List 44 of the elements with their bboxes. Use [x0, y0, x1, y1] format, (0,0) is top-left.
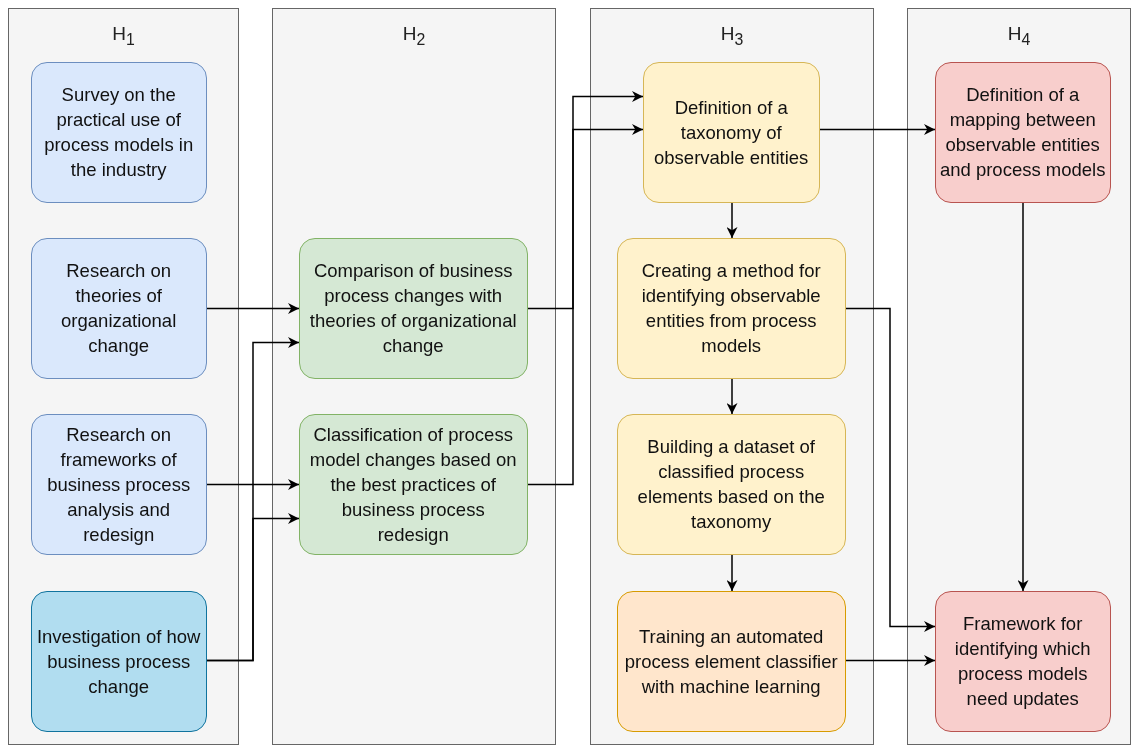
- lane-heading: H$_{3}$: [720, 23, 744, 49]
- process-box: [642, 61, 820, 203]
- process-box: [616, 413, 846, 555]
- box-label: Investigation of how business process change: [35, 624, 202, 699]
- box-label: Classification of process model changes based on the best practices of business process redesign: [308, 422, 518, 547]
- box-label: Research on theories of organizational change: [60, 259, 178, 359]
- swimlane: [8, 8, 239, 745]
- swimlane: [907, 8, 1131, 745]
- lane-heading: H$_{1}$: [112, 23, 135, 49]
- box-label: Comparison of business process changes with theories of organizational change: [308, 259, 518, 359]
- arrow: [527, 91, 644, 310]
- arrow: [527, 124, 644, 486]
- process-box: [934, 61, 1111, 203]
- arrow: [726, 554, 738, 592]
- box-label: Definition of a taxonomy of observable entities: [653, 95, 810, 170]
- swimlane: [272, 8, 556, 745]
- arrow: [845, 655, 936, 666]
- swimlane: [590, 8, 874, 745]
- arrow: [206, 513, 300, 662]
- lane-heading: H$_{4}$: [1007, 23, 1031, 49]
- process-box: [298, 237, 528, 379]
- box-label: Framework for identifying which process models need updates: [953, 612, 1092, 712]
- box-label: Training an automated process element classifier with machine learning: [623, 624, 839, 699]
- arrow: [206, 479, 300, 490]
- process-box: [616, 590, 846, 732]
- arrow: [726, 202, 738, 239]
- arrow: [206, 303, 300, 314]
- arrow: [726, 378, 738, 415]
- process-box: [30, 61, 207, 203]
- process-box: [30, 237, 207, 379]
- box-label: Building a dataset of classified process elements based on the taxonomy: [636, 435, 826, 535]
- box-label: Survey on the practical use of process models in the industry: [43, 83, 195, 183]
- process-box: [298, 413, 528, 555]
- process-box: [616, 237, 846, 379]
- box-label: Definition of a mapping between observable entities and process models: [939, 83, 1106, 183]
- lane-heading: H$_{2}$: [402, 23, 426, 49]
- arrow: [845, 307, 936, 632]
- box-label: Research on frameworks of business process analysis and redesign: [46, 422, 192, 547]
- process-box: [934, 590, 1111, 732]
- arrow: [819, 124, 936, 135]
- box-label: Creating a method for identifying observable entities from process models: [640, 259, 822, 359]
- process-box: [30, 413, 207, 555]
- process-box: [30, 590, 207, 732]
- arrow: [1017, 202, 1029, 592]
